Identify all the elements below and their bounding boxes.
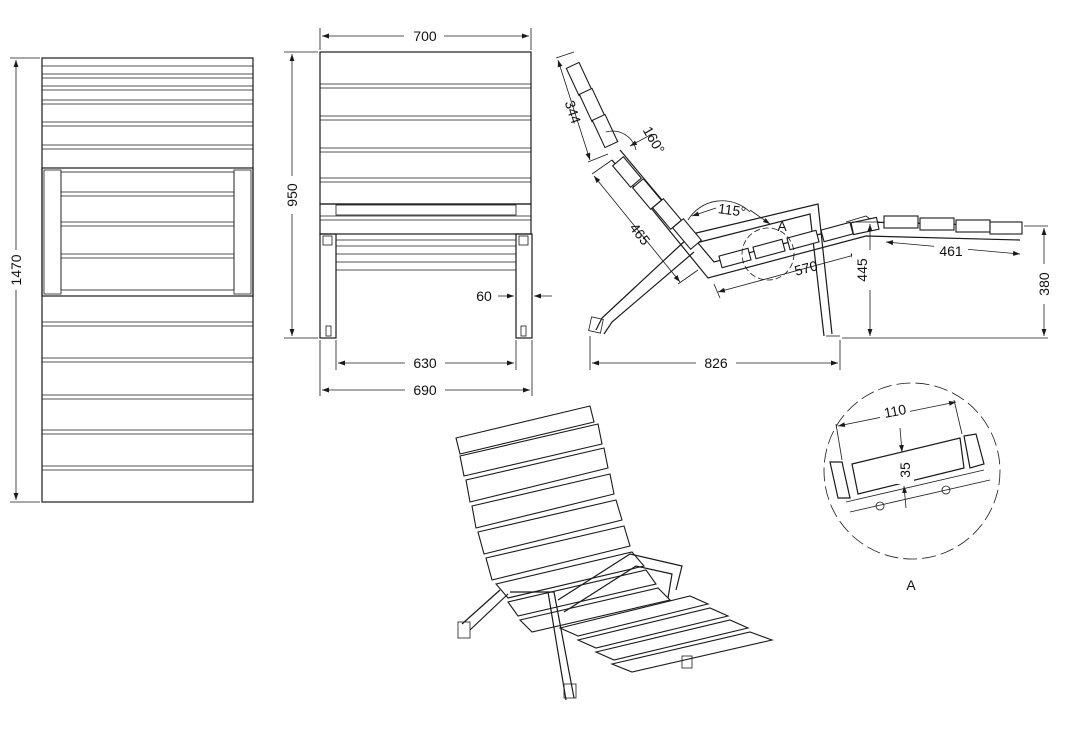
top-view: 1470 [6,57,254,503]
front-view: 700 950 60 630 690 [282,27,552,399]
dimension-110: 110 [835,399,963,461]
angle-label-115: 115° [717,200,747,220]
footrest-slats [883,215,1023,235]
dimension-60: 60 [476,288,552,304]
dimension-label-826: 826 [704,355,728,371]
backrest-slats [565,61,703,250]
detail-caption-a: A [906,577,916,593]
dimension-label-1470: 1470 [8,254,24,285]
dimension-380: 380 [880,225,1054,339]
dimension-label-950: 950 [284,183,300,207]
dimension-690: 690 [319,340,533,399]
angle-115: 115° [687,200,771,225]
dimension-label-570: 570 [793,257,820,279]
dimension-445: 445 [842,221,880,339]
isometric-view [455,405,774,701]
iso-backrest [455,405,631,581]
dimension-826: 826 [589,336,841,372]
dimension-label-380: 380 [1036,272,1052,296]
iso-footrest [558,595,774,673]
dimension-630: 630 [335,340,517,372]
iso-seat [494,551,672,633]
front-view-slats [320,83,531,183]
angle-label-160: 160° [640,123,668,156]
dimension-950: 950 [282,51,318,339]
dimension-label-690: 690 [413,382,437,398]
dimension-1470: 1470 [6,57,40,503]
detail-marker-a: A [777,218,787,234]
dimension-35: 35 [896,427,914,509]
front-legs [319,233,533,339]
side-view: A 160° 115° 344 465 570 [555,51,1054,372]
dimension-label-700: 700 [413,28,437,44]
dimension-label-445: 445 [854,258,870,282]
dimension-570: 570 [713,253,859,299]
dimension-700: 700 [319,27,532,50]
dimension-461: 461 [885,240,1021,260]
dimension-label-110: 110 [883,401,908,421]
dimension-label-344: 344 [562,98,585,125]
detail-slat-profile [829,433,991,513]
iso-frame [457,553,693,701]
top-view-slats [41,65,254,471]
detail-view-a: 110 35 A [823,382,1001,593]
dimension-label-60: 60 [476,288,492,304]
dimension-label-461: 461 [939,243,963,259]
dimension-label-35: 35 [897,462,913,478]
dimension-344: 344 [555,51,609,163]
dimension-label-630: 630 [413,355,437,371]
